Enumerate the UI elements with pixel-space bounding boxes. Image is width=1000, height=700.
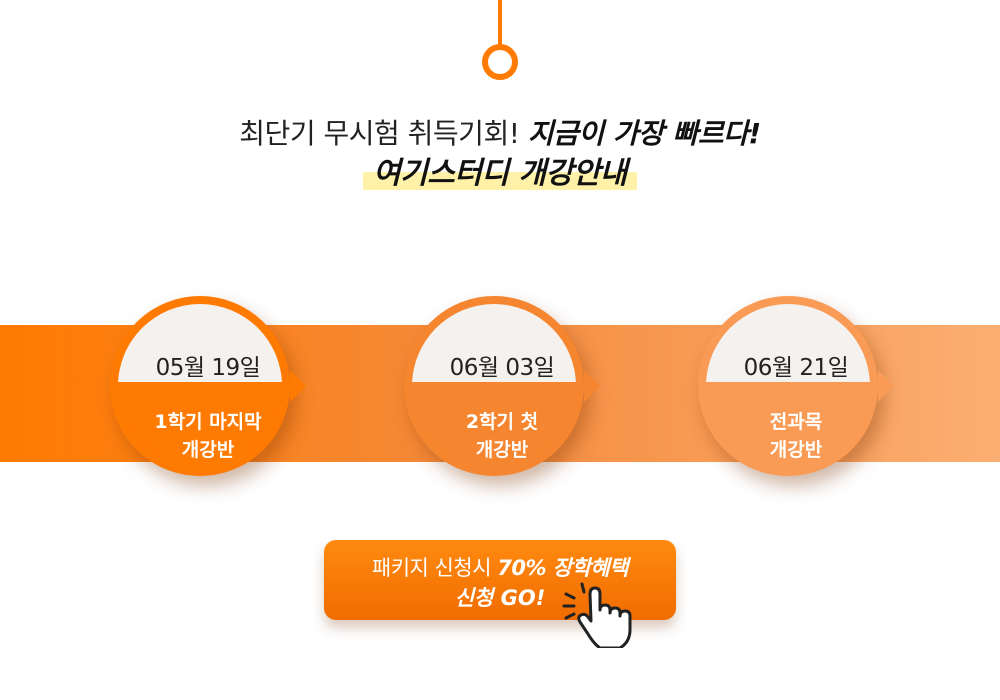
schedule-item-1: 05월 19일 1학기 마지막 개강반 — [110, 296, 306, 476]
page-title-text: 여기스터디 개강안내 — [373, 156, 627, 191]
timeline-line — [498, 0, 502, 46]
schedule-label: 전과목 개강반 — [769, 411, 823, 461]
schedule-label: 2학기 첫 개강반 — [465, 411, 539, 461]
schedule-date: 06월 21일 — [743, 355, 849, 381]
page-title: 여기스터디 개강안내 — [363, 148, 637, 192]
schedule-date: 05월 19일 — [155, 355, 261, 381]
cta-line1: 패키지 신청시 70% 장학혜택 — [371, 556, 629, 580]
arrow-right-icon — [584, 370, 600, 402]
timeline-pin-icon — [482, 44, 518, 80]
headline-plain: 최단기 무시험 취득기회! — [239, 117, 520, 150]
headline-emphasis: 지금이 가장 빠르다! — [527, 117, 761, 150]
cta-line2: 신청 GO! — [454, 586, 546, 610]
headline: 최단기 무시험 취득기회! 지금이 가장 빠르다! — [0, 112, 1000, 152]
schedule-date: 06월 03일 — [449, 355, 555, 381]
schedule-item-2: 06월 03일 2학기 첫 개강반 — [404, 296, 600, 476]
schedule-item-3: 06월 21일 전과목 개강반 — [698, 296, 894, 476]
arrow-right-icon — [290, 370, 306, 402]
apply-package-button[interactable]: 패키지 신청시 70% 장학혜택 신청 GO! — [324, 540, 676, 648]
arrow-right-icon — [878, 370, 894, 402]
schedule-label: 1학기 마지막 개강반 — [154, 411, 262, 461]
pointer-hand-icon — [562, 582, 632, 648]
